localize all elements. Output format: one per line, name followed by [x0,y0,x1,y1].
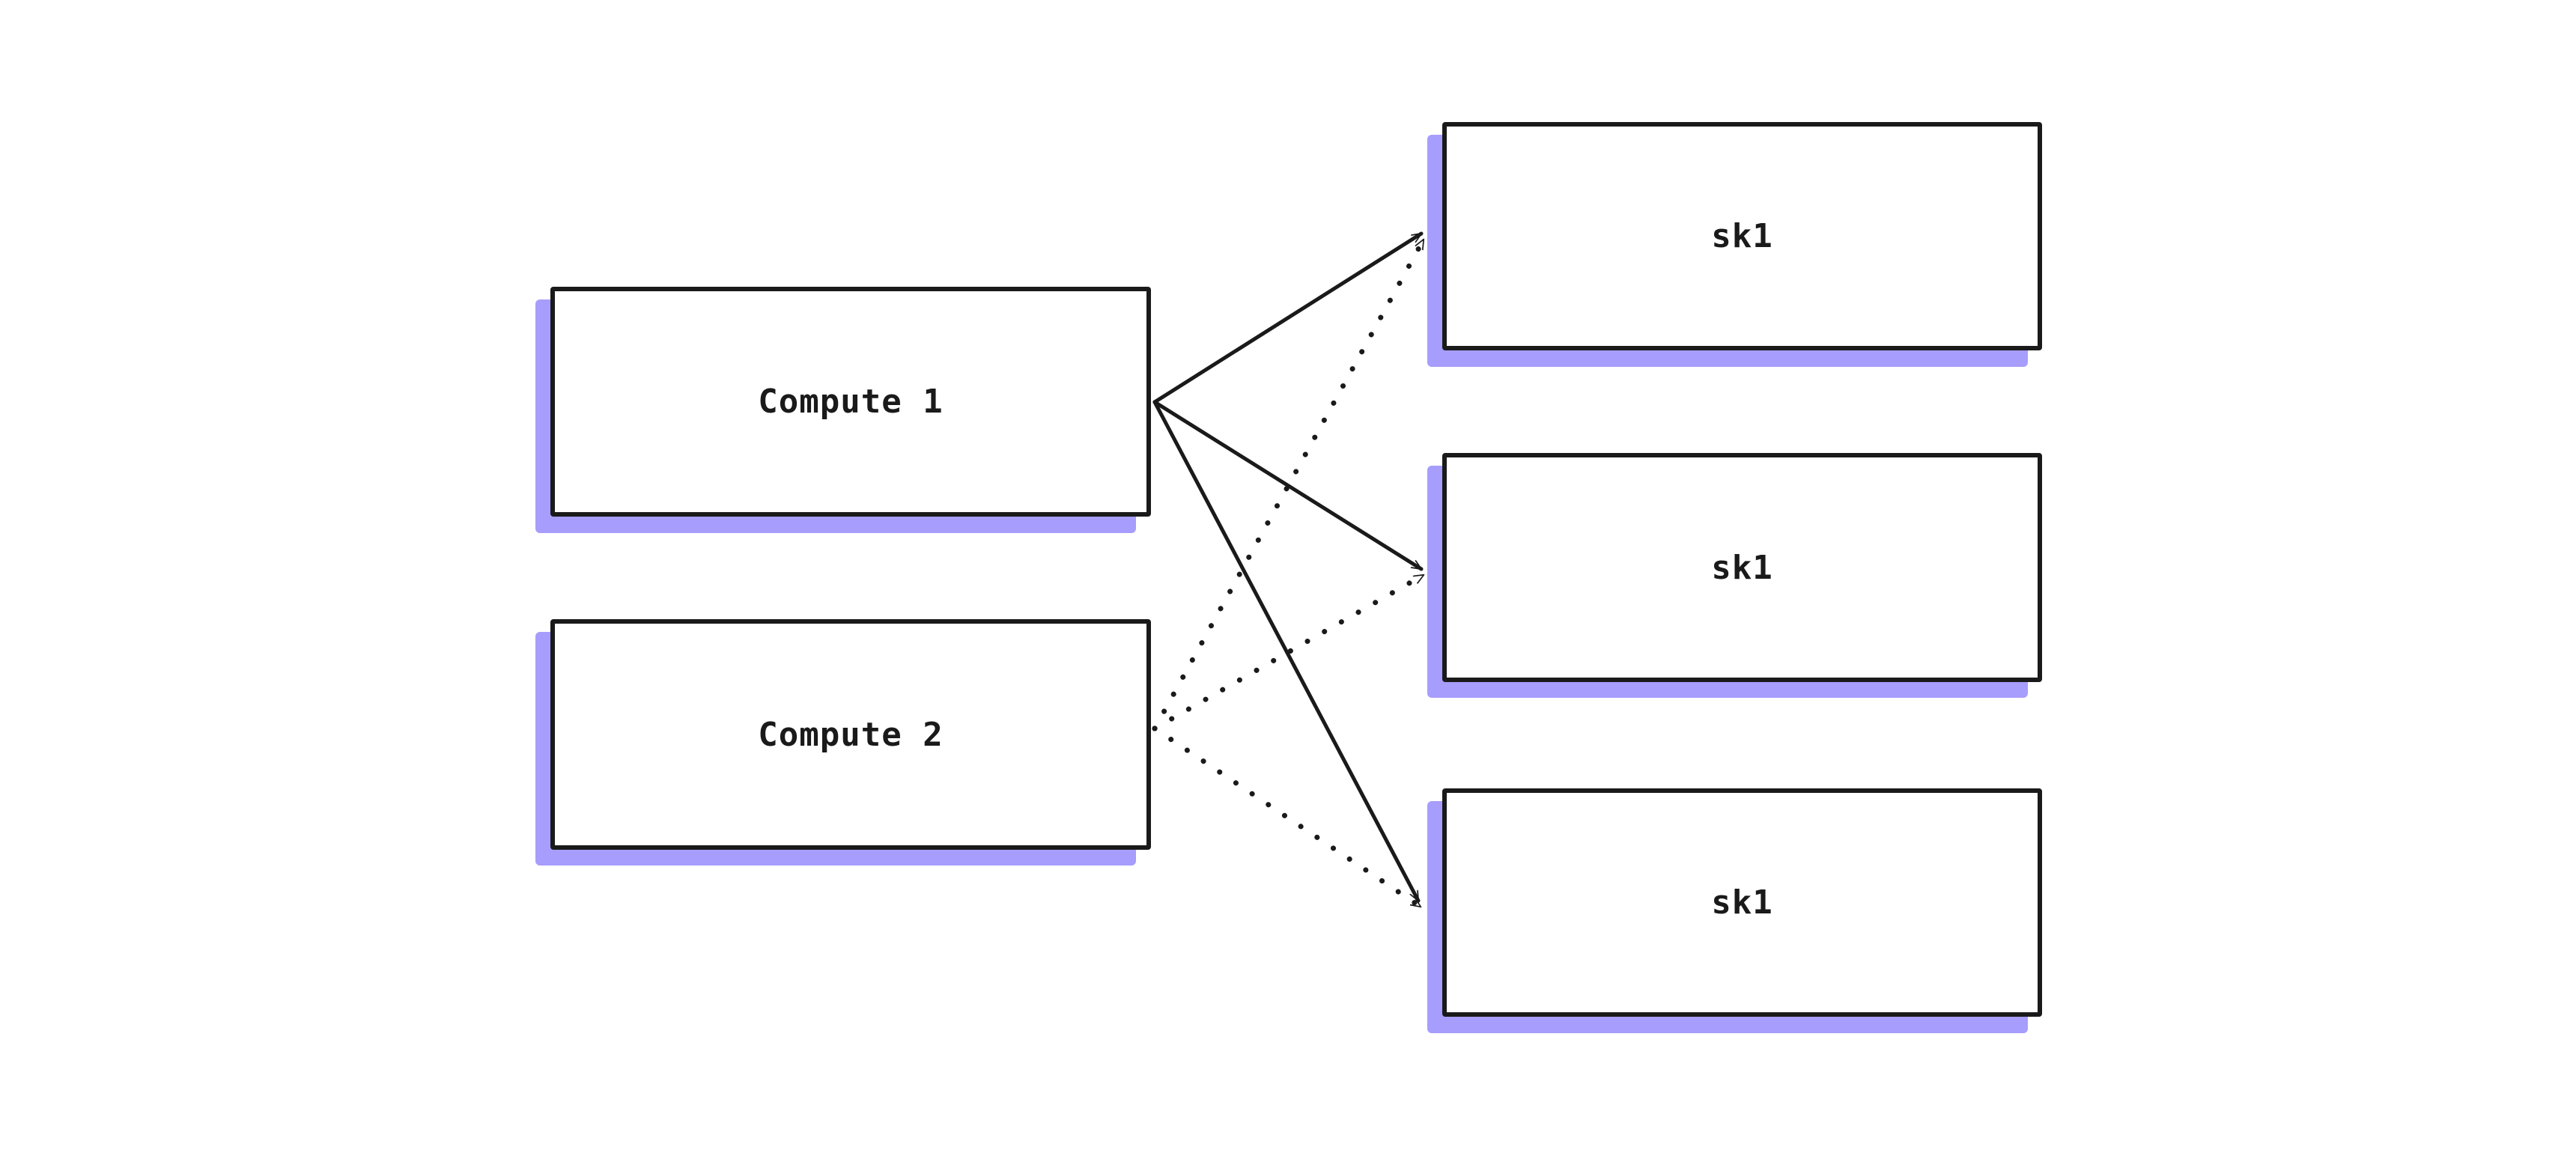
node-sink-3[interactable]: sk1 [1442,788,2042,1017]
edge-compute-1-to-sink-1 [1152,231,1424,404]
edge-compute-2-to-sink-2 [1152,572,1427,731]
node-label-compute-1: Compute 1 [758,383,944,421]
node-compute-1[interactable]: Compute 1 [550,287,1151,517]
node-label-sink-3: sk1 [1711,883,1773,922]
node-sink-2[interactable]: sk1 [1442,453,2042,682]
node-label-sink-2: sk1 [1711,548,1773,587]
edge-compute-1-to-sink-3 [1152,400,1421,903]
node-label-compute-2: Compute 2 [758,715,944,754]
edge-compute-2-to-sink-1 [1152,237,1427,731]
edge-compute-2-to-sink-3 [1152,725,1424,910]
node-compute-2[interactable]: Compute 2 [550,619,1151,850]
node-sink-1[interactable]: sk1 [1442,122,2042,350]
node-label-sink-1: sk1 [1711,217,1773,255]
edge-compute-1-to-sink-2 [1152,400,1424,571]
